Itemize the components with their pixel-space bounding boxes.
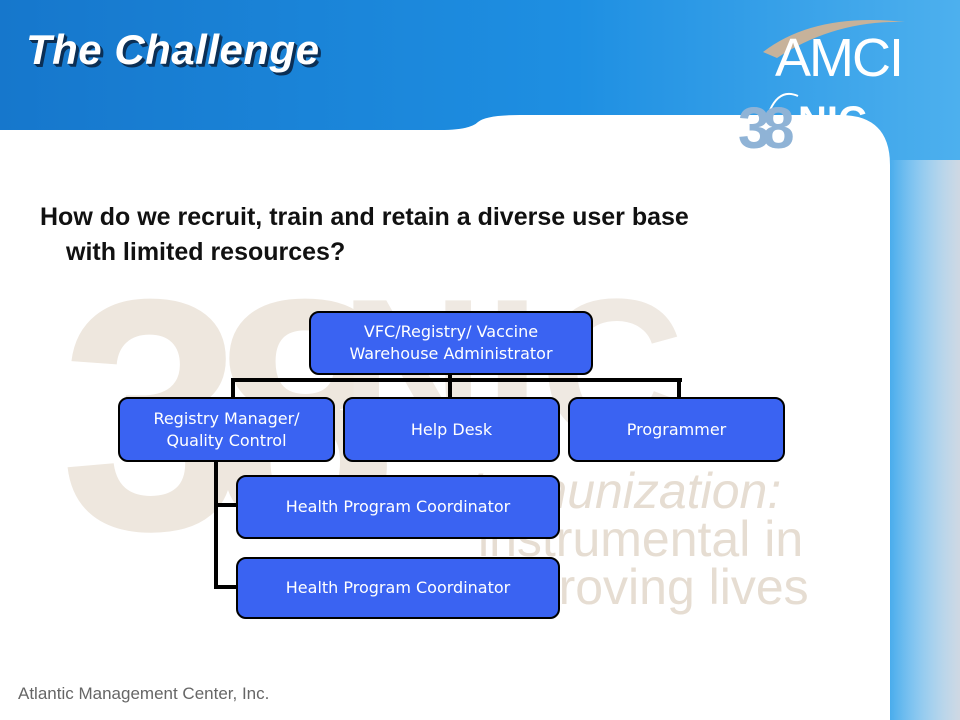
org-node-coordinator-2: Health Program Coordinator bbox=[236, 557, 560, 619]
org-node-help-desk: Help Desk bbox=[343, 397, 560, 462]
nic-logo-text: NIC bbox=[798, 99, 867, 143]
amci-logo: AMCI bbox=[763, 20, 905, 84]
org-node-root-line2: Warehouse Administrator bbox=[349, 344, 553, 363]
content-panel-edge bbox=[888, 160, 960, 720]
amci-logo-text: AMCI bbox=[775, 28, 902, 84]
amci-logo-swoosh bbox=[763, 20, 905, 58]
challenge-question-line1: How do we recruit, train and retain a di… bbox=[40, 203, 689, 231]
org-node-help-desk-label: Help Desk bbox=[410, 419, 493, 439]
org-node-coordinator-1-label: Health Program Coordinator bbox=[285, 497, 511, 516]
nic-logo: 38 NIC bbox=[738, 92, 867, 161]
nic-logo-swirl bbox=[769, 92, 799, 111]
sub-connector-1 bbox=[214, 503, 238, 507]
org-node-coordinator-1: Health Program Coordinator bbox=[236, 475, 560, 539]
footer-company-name: Atlantic Management Center, Inc. bbox=[18, 684, 270, 703]
challenge-question-line2: with limited resources? bbox=[66, 238, 346, 266]
challenge-question: How do we recruit, train and retain a di… bbox=[40, 200, 900, 270]
org-node-root-line1: VFC/Registry/ Vaccine bbox=[363, 322, 539, 341]
org-node-coordinator-2-label: Health Program Coordinator bbox=[285, 578, 511, 597]
org-node-programmer-label: Programmer bbox=[626, 419, 727, 439]
child-connector-1 bbox=[231, 378, 235, 400]
sub-connector-2 bbox=[214, 585, 238, 589]
child-connector-3 bbox=[677, 378, 681, 400]
child-connector-2 bbox=[448, 378, 452, 400]
root-connector-down bbox=[448, 372, 452, 380]
nic-logo-number: 38 bbox=[738, 96, 793, 161]
org-node-root: VFC/Registry/ Vaccine Warehouse Administ… bbox=[309, 311, 593, 375]
org-node-registry-manager: Registry Manager/ Quality Control bbox=[118, 397, 335, 462]
slide-title: The Challenge bbox=[26, 26, 320, 73]
org-node-registry-manager-line2: Quality Control bbox=[166, 430, 287, 450]
sub-vertical-line bbox=[214, 460, 218, 588]
org-node-registry-manager-line1: Registry Manager/ bbox=[153, 408, 300, 428]
org-node-programmer: Programmer bbox=[568, 397, 785, 462]
children-bus-line bbox=[231, 378, 682, 382]
